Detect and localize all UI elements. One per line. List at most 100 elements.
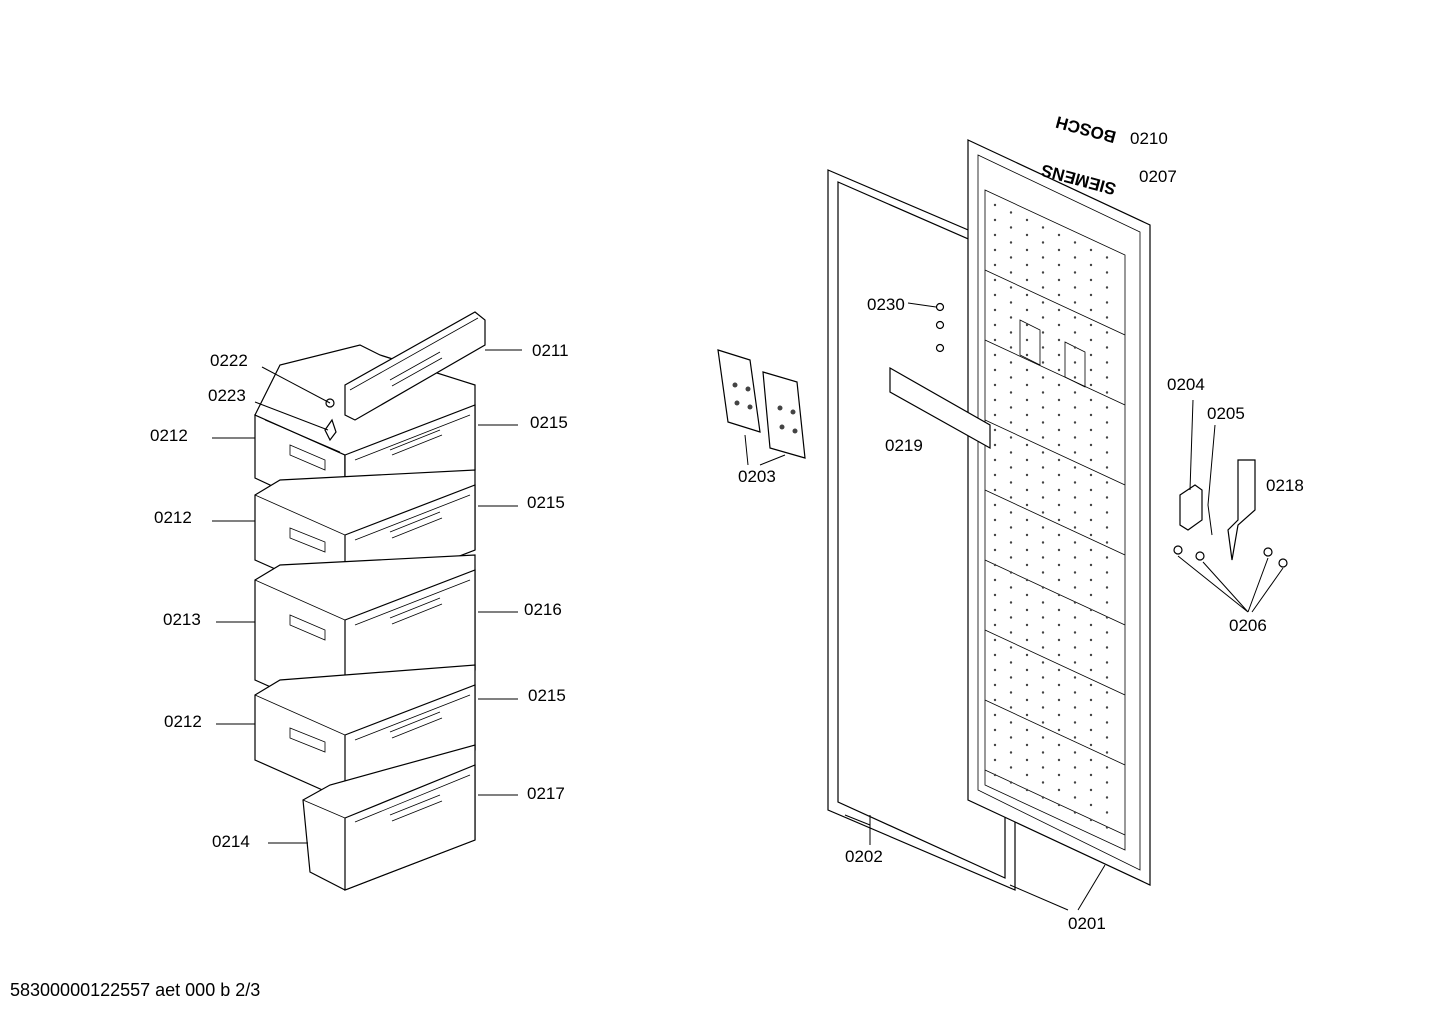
door-dot (1009, 496, 1013, 499)
door-dot (1057, 683, 1061, 687)
door-dot (1025, 698, 1029, 702)
door-dot (1089, 428, 1093, 432)
door-dot (1009, 541, 1013, 544)
door-dot (1025, 668, 1029, 672)
callout-0205: 0205 (1207, 404, 1245, 423)
door-dot (1105, 316, 1109, 319)
door-dot (1041, 451, 1045, 454)
door-dot (993, 728, 997, 732)
door-dot (1041, 541, 1045, 544)
door-dot (1025, 548, 1029, 552)
door-dot (1057, 803, 1061, 807)
door-dot (1089, 353, 1093, 357)
door-dot (993, 308, 997, 312)
door-dot (1025, 758, 1029, 762)
door-dot (1025, 728, 1029, 732)
door-dot (1041, 766, 1045, 769)
door-dot (1025, 383, 1029, 387)
door-dot (1009, 616, 1013, 619)
door-dot (1089, 308, 1093, 312)
callout-0204: 0204 (1167, 375, 1205, 394)
door-dot (1073, 391, 1077, 394)
door-dot (1025, 308, 1029, 312)
door-dot (993, 293, 997, 297)
door-dot (1105, 766, 1109, 769)
door-dot (1073, 511, 1077, 514)
callout-0207: 0207 (1139, 167, 1177, 186)
callout-0202: 0202 (845, 847, 883, 866)
door-dot (1009, 571, 1013, 574)
callout-0230: 0230 (867, 295, 905, 314)
door-dot (1025, 293, 1029, 297)
door-dot (1057, 413, 1061, 417)
door-dot (1057, 263, 1061, 267)
door-dot (1105, 391, 1109, 394)
door-dot (1009, 211, 1013, 214)
door-dot (1025, 773, 1029, 777)
door-dot (1073, 256, 1077, 259)
cold-packs (717, 349, 806, 466)
door-dot (1057, 458, 1061, 462)
door-dot (1057, 398, 1061, 402)
callout-0216: 0216 (524, 600, 562, 619)
door-dot (1009, 361, 1013, 364)
door-dot (1089, 518, 1093, 522)
door-dot (1057, 713, 1061, 717)
door-dot (1009, 781, 1013, 784)
door-dot (1041, 511, 1045, 514)
door-dot (1105, 406, 1109, 409)
callout-0203: 0203 (738, 467, 776, 486)
door-dot (1057, 248, 1061, 252)
door-dot (1057, 563, 1061, 567)
door-dot (1089, 533, 1093, 537)
door-dot (993, 653, 997, 657)
door-dot (1041, 361, 1045, 364)
door-dot (1105, 286, 1109, 289)
door-dot (1041, 781, 1045, 784)
door-dot (1025, 458, 1029, 462)
door-dot (1105, 796, 1109, 799)
door-dot (1041, 556, 1045, 559)
door-dot (1009, 286, 1013, 289)
door-dot (1073, 286, 1077, 289)
door-dot (1073, 676, 1077, 679)
door-dot (993, 638, 997, 642)
door-dot (1057, 593, 1061, 597)
callout-0212-c: 0212 (164, 712, 202, 731)
door-dot (1009, 451, 1013, 454)
door-dot (1009, 766, 1013, 769)
door-dot (993, 503, 997, 507)
door-dot (1105, 376, 1109, 379)
door-dot (1073, 466, 1077, 469)
door-dot (1089, 383, 1093, 387)
door-dot (1089, 758, 1093, 762)
door-dot (1057, 293, 1061, 297)
door-dot (993, 263, 997, 267)
door-dot (1105, 601, 1109, 604)
door-dot (1105, 646, 1109, 649)
door-dot (993, 533, 997, 537)
door-dot (1073, 691, 1077, 694)
door-dot (1041, 301, 1045, 304)
door-dot (1073, 556, 1077, 559)
door-dot (993, 518, 997, 522)
door-dot (1025, 323, 1029, 327)
door-dot (993, 563, 997, 567)
door-dot (1025, 788, 1029, 792)
door-dot (1089, 248, 1093, 252)
door-dot (1105, 301, 1109, 304)
door-dot (1089, 668, 1093, 672)
door-dot (993, 593, 997, 597)
door-dot (1057, 353, 1061, 357)
door-dot (1089, 593, 1093, 597)
door-dot (1089, 548, 1093, 552)
door-dot (1009, 331, 1013, 334)
door-dot (1025, 218, 1029, 222)
door-dot (1025, 263, 1029, 267)
door-dot (1057, 428, 1061, 432)
door-dot (1025, 353, 1029, 357)
door-dot (1041, 676, 1045, 679)
door-dot (1073, 661, 1077, 664)
door-dot (1089, 563, 1093, 567)
